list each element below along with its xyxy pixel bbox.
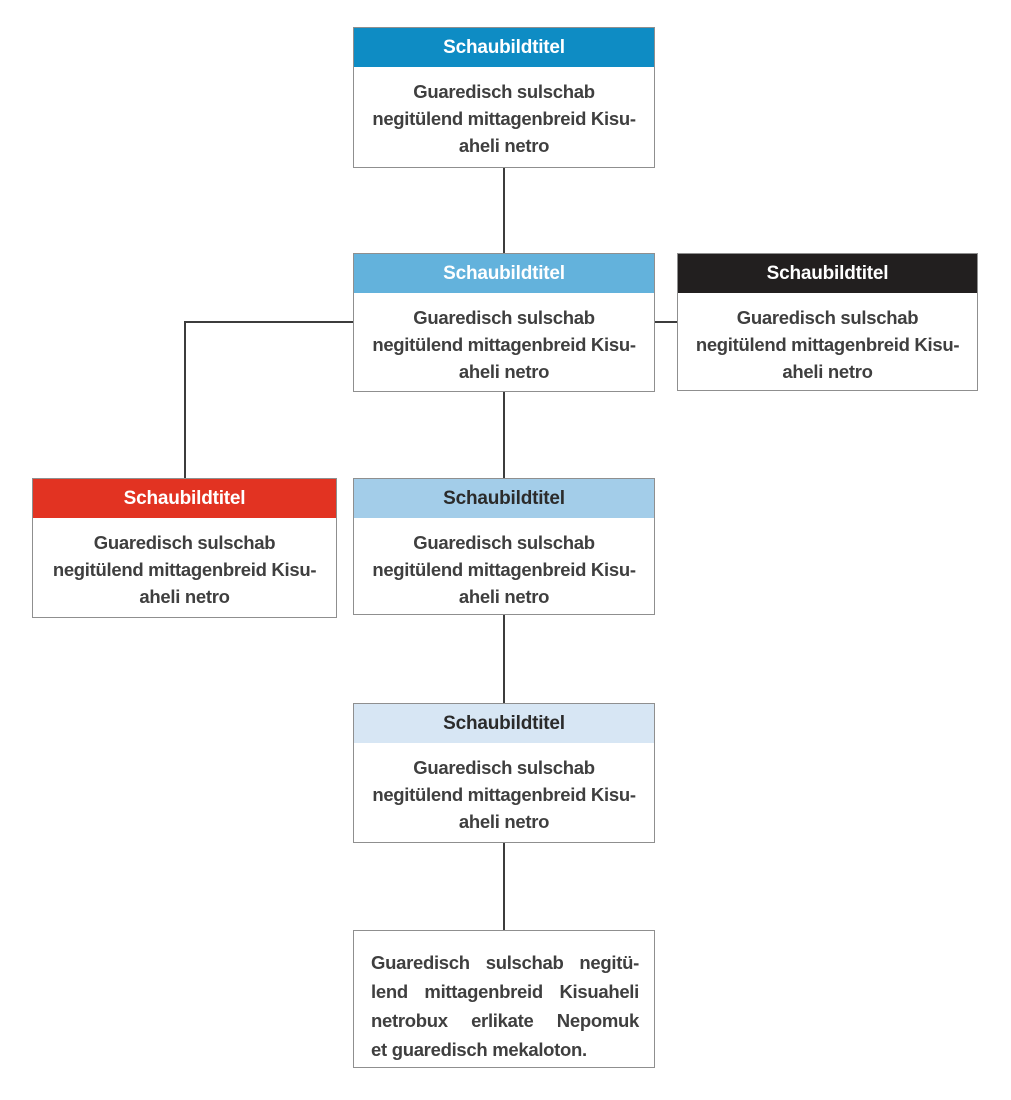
body-line: Guaredisch sulschab negitü- [371,952,639,973]
box-body: Guaredisch sulschab negitülend mittagenb… [33,518,336,610]
box-header: Schaubildtitel [678,254,977,293]
connector-top-to-second [503,168,505,253]
connector-fourth-to-bottom [503,843,505,930]
body-line: netrobux erlikate Nepomuk [371,1010,639,1031]
body-line: negitülend mittagenbreid Kisu- [372,108,636,129]
flow-box-fourth-level: Schaubildtitel Guaredisch sulschab negit… [353,703,655,843]
body-line: aheli netro [458,361,550,382]
box-title: Schaubildtitel [443,263,565,284]
connector-second-to-black [655,321,677,323]
box-body: Guaredisch sulschab negitülend mittagenb… [354,293,654,385]
body-line: et guaredisch mekaloton. [371,1039,587,1060]
box-header: Schaubildtitel [354,28,654,67]
body-line: aheli netro [458,811,550,832]
body-line: Guaredisch sulschab [413,81,595,102]
connector-second-to-red-horizontal [184,321,353,323]
body-line: aheli netro [458,586,550,607]
box-title: Schaubildtitel [443,37,565,58]
box-body: Guaredisch sulschab negitülend mittagenb… [354,743,654,835]
flow-box-bottom-text: Guaredisch sulschab negitü- lend mittage… [353,930,655,1068]
flow-box-second-level: Schaubildtitel Guaredisch sulschab negit… [353,253,655,392]
flow-box-third-level: Schaubildtitel Guaredisch sulschab negit… [353,478,655,615]
box-body: Guaredisch sulschab negitü- lend mittage… [354,931,654,1064]
box-title: Schaubildtitel [766,263,889,284]
body-line: negitülend mittagenbreid Kisu- [372,559,636,580]
box-header: Schaubildtitel [33,479,336,518]
box-body: Guaredisch sulschab negitülend mittagenb… [678,293,977,385]
box-header: Schaubildtitel [354,479,654,518]
body-line: negitülend mittagenbreid Kisu- [52,559,317,580]
box-body: Guaredisch sulschab negitülend mittagenb… [354,518,654,610]
box-title: Schaubildtitel [123,488,246,509]
body-line: negitülend mittagenbreid Kisu- [695,334,960,355]
body-line: aheli netro [139,586,230,607]
body-line: lend mittagenbreid Kisuaheli [371,981,639,1002]
connector-second-to-third [503,392,505,478]
body-line: Guaredisch sulschab [736,307,919,328]
box-title: Schaubildtitel [443,488,565,509]
body-line: Guaredisch sulschab [413,532,595,553]
box-header: Schaubildtitel [354,704,654,743]
body-line: negitülend mittagenbreid Kisu- [372,784,636,805]
body-line: aheli netro [782,361,873,382]
flow-box-black-side: Schaubildtitel Guaredisch sulschab negit… [677,253,978,391]
body-line: negitülend mittagenbreid Kisu- [372,334,636,355]
body-line: Guaredisch sulschab [413,307,595,328]
body-line: aheli netro [458,135,550,156]
connector-second-to-red-vertical [184,321,186,478]
body-line: Guaredisch sulschab [413,757,595,778]
box-title: Schaubildtitel [443,713,565,734]
flow-box-red-side: Schaubildtitel Guaredisch sulschab negit… [32,478,337,618]
box-header: Schaubildtitel [354,254,654,293]
connector-third-to-fourth [503,615,505,703]
flow-box-top: Schaubildtitel Guaredisch sulschab negit… [353,27,655,168]
box-body: Guaredisch sulschab negitülend mittagenb… [354,67,654,159]
body-line: Guaredisch sulschab [93,532,276,553]
